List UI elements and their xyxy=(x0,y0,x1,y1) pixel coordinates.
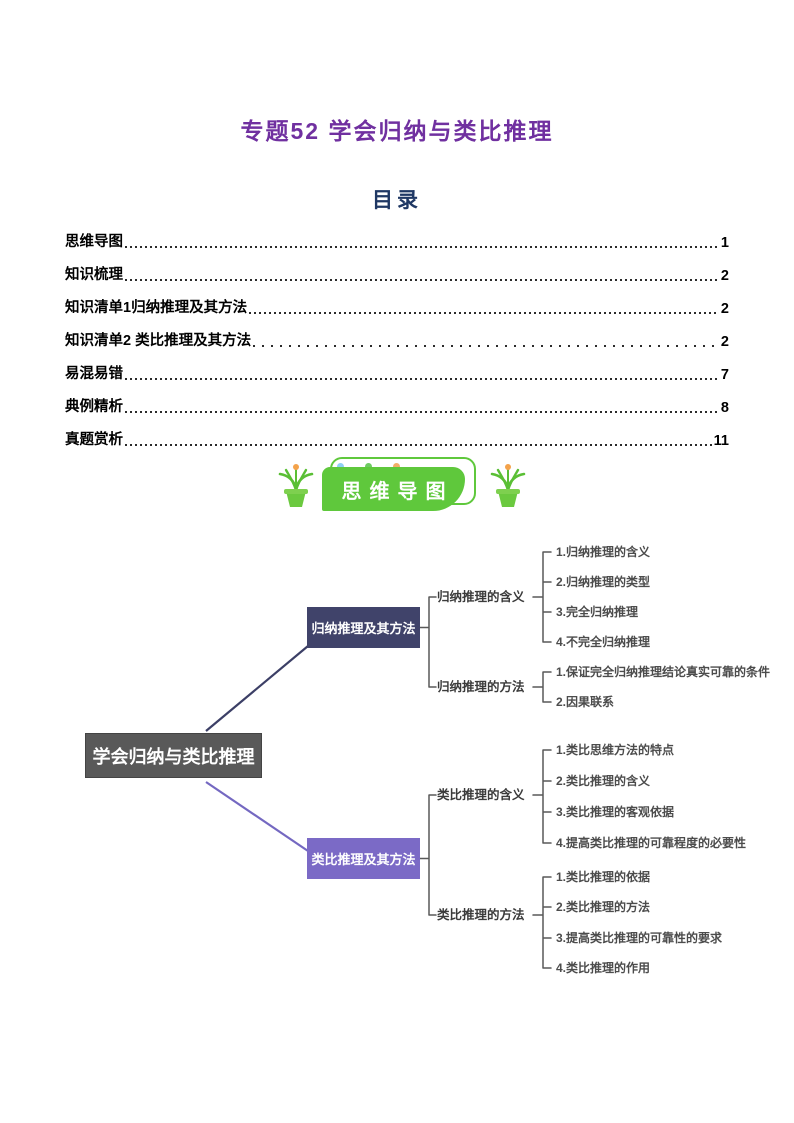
toc-heading: 目录 xyxy=(372,189,422,212)
toc-entry-page: 11 xyxy=(713,433,729,449)
mindmap-root-node: 学会归纳与类比推理 xyxy=(85,733,262,778)
dot-green-icon xyxy=(365,463,372,470)
section-banner: 思维导图 xyxy=(278,455,526,515)
mindmap-group-label: 类比推理的含义 xyxy=(437,788,525,802)
toc-entry-page: 1 xyxy=(720,235,729,251)
mindmap-group-label: 归纳推理的含义 xyxy=(437,590,525,604)
toc-entry[interactable]: 思维导图 1 xyxy=(65,218,729,251)
mindmap-leaf: 1.类比推理的依据 xyxy=(556,870,651,884)
mindmap-leaf: 2.类比推理的方法 xyxy=(556,900,651,914)
toc-entry-page: 7 xyxy=(720,367,729,383)
toc-dot-leader xyxy=(125,410,719,413)
mindmap-connectors xyxy=(205,551,552,969)
toc-entry-label: 知识梳理 xyxy=(65,267,123,283)
mindmap-branch-analogy: 类比推理及其方法 xyxy=(307,838,420,879)
toc-entry-label: 真题赏析 xyxy=(65,432,123,448)
mindmap-leaf: 2.因果联系 xyxy=(556,695,615,709)
toc-entry[interactable]: 知识清单2 类比推理及其方法 2 xyxy=(65,317,729,350)
toc-dot-leader xyxy=(125,245,719,248)
mindmap-leaf: 2.类比推理的含义 xyxy=(556,774,651,788)
toc-entry[interactable]: 易混易错 7 xyxy=(65,350,729,383)
mindmap-leaf: 1.保证完全归纳推理结论真实可靠的条件 xyxy=(556,665,771,679)
toc-dot-leader xyxy=(253,344,719,347)
mindmap-leaf: 1.归纳推理的含义 xyxy=(556,545,651,559)
mindmap-leaf: 3.类比推理的客观依据 xyxy=(556,805,675,819)
toc-entry[interactable]: 知识清单1归纳推理及其方法 2 xyxy=(65,284,729,317)
toc-entry-label: 思维导图 xyxy=(65,234,123,250)
toc-entry-label: 知识清单1归纳推理及其方法 xyxy=(65,300,248,316)
toc-entry-label: 知识清单2 类比推理及其方法 xyxy=(65,333,252,349)
mindmap-group-label: 类比推理的方法 xyxy=(437,908,525,922)
mindmap-leaf: 2.归纳推理的类型 xyxy=(556,575,651,589)
plant-icon xyxy=(278,464,314,507)
toc-dot-leader xyxy=(125,377,719,380)
toc-entry[interactable]: 真题赏析 11 xyxy=(65,416,729,449)
toc-entry-page: 2 xyxy=(720,268,729,284)
toc-entry[interactable]: 典例精析 8 xyxy=(65,383,729,416)
mindmap-leaf: 4.提高类比推理的可靠程度的必要性 xyxy=(556,836,747,850)
toc-entry-page: 2 xyxy=(720,334,729,350)
toc-entry-label: 易混易错 xyxy=(65,366,123,382)
table-of-contents: 思维导图 1 知识梳理 2 知识清单1归纳推理及其方法 2 知识清单2 类比推理… xyxy=(65,218,729,449)
toc-entry-page: 8 xyxy=(720,400,729,416)
mindmap-leaf: 3.提高类比推理的可靠性的要求 xyxy=(556,931,723,945)
mindmap-leaf: 1.类比思维方法的特点 xyxy=(556,743,675,757)
mindmap-branch-induction: 归纳推理及其方法 xyxy=(307,607,420,648)
toc-dot-leader xyxy=(249,311,719,314)
toc-dot-leader xyxy=(125,443,712,446)
mindmap-group-label: 归纳推理的方法 xyxy=(437,680,525,694)
dot-orange-icon xyxy=(393,463,400,470)
mindmap-leaf: 3.完全归纳推理 xyxy=(556,605,639,619)
mindmap-leaf: 4.不完全归纳推理 xyxy=(556,635,651,649)
toc-dot-leader xyxy=(125,278,719,281)
mindmap-diagram: 学会归纳与类比推理 归纳推理及其方法 类比推理及其方法 归纳推理的含义 归纳推理… xyxy=(0,525,794,1005)
page-title: 专题52 学会归纳与类比推理 xyxy=(240,118,554,144)
banner-ribbon: 思维导图 xyxy=(322,467,465,511)
dot-blue-icon xyxy=(337,463,344,470)
banner-label: 思维导图 xyxy=(341,480,454,503)
toc-entry-label: 典例精析 xyxy=(65,399,123,415)
plant-icon xyxy=(490,464,526,507)
toc-entry[interactable]: 知识梳理 2 xyxy=(65,251,729,284)
mindmap-leaf: 4.类比推理的作用 xyxy=(556,961,651,975)
toc-entry-page: 2 xyxy=(720,301,729,317)
